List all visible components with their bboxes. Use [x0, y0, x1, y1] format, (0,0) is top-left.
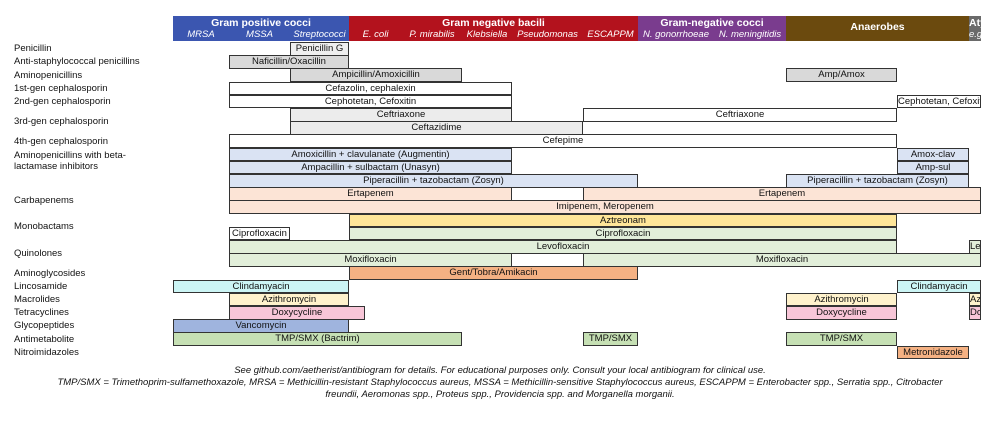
group-header: Gram-negative cocci — [638, 16, 786, 41]
organism-label: Streptococci — [293, 29, 346, 40]
drug-bar: TMP/SMX — [583, 332, 638, 347]
row-label: Glycopeptides — [14, 320, 75, 332]
group-title: Atypicals — [969, 17, 981, 29]
drug-bar: Levofloxacin — [229, 240, 897, 254]
drug-bar: Naficillin/Oxacillin — [229, 55, 349, 69]
row-label: Aminopenicillins with beta-lactamase inh… — [14, 149, 126, 172]
drug-bar: Moxifloxacin — [229, 253, 512, 267]
row-label: Quinolones — [14, 247, 63, 259]
group-title: Gram negative bacili — [442, 17, 545, 29]
organism-label: N. meningitidis — [718, 29, 782, 40]
drug-bar: Vancomycin — [173, 319, 349, 333]
drug-bar: TMP/SMX — [786, 332, 897, 347]
group-header: Anaerobes — [786, 16, 969, 41]
drug-bar: Levofloxacin — [969, 240, 981, 254]
drug-bar: Ciprofloxacin — [229, 226, 290, 241]
drug-bar: Ceftriaxone — [583, 108, 897, 122]
drug-bar: Ertapenem — [583, 187, 981, 201]
drug-bar: Doxycycline — [786, 306, 897, 320]
footer-line-2: TMP/SMX = Trimethoprim-sulfamethoxazole,… — [57, 377, 943, 388]
drug-bar: Amp/Amox — [786, 68, 897, 83]
organism-label: P. mirabilis — [409, 29, 455, 40]
group-header: Gram positive cocci — [173, 16, 349, 41]
group-header: Gram negative bacili — [349, 16, 638, 41]
organism-label: N. gonorrhoeae — [642, 29, 710, 40]
drug-bar: Azithromycin — [229, 292, 349, 307]
group-title: Gram positive cocci — [211, 17, 311, 29]
drug-bar: Ciprofloxacin — [349, 226, 897, 241]
drug-bar: Metronidazole — [897, 345, 969, 360]
drug-bar: Imipenem, Meropenem — [229, 200, 981, 215]
drug-bar: Amox-clav — [897, 147, 969, 162]
footer-line-3: freundii, Aeromonas spp., Proteus spp., … — [325, 389, 675, 400]
row-label: Aminoglycosides — [14, 267, 86, 279]
drug-bar: Penicillin G — [290, 42, 349, 56]
drug-bar: Piperacillin + tazobactam (Zosyn) — [229, 174, 638, 188]
drug-bar: Azithromycin — [969, 292, 981, 307]
row-label: Carbapenems — [14, 194, 74, 206]
row-label: Anti-staphylococcal penicillins — [14, 56, 140, 68]
row-label: 2nd-gen cephalosporin — [14, 95, 111, 107]
organism-label: Pseudomonas — [517, 29, 578, 40]
group-header: Atypicals — [969, 16, 981, 41]
drug-bar: Azithromycin — [786, 292, 897, 307]
drug-bar: Doxycycline — [969, 306, 981, 320]
drug-bar: Moxifloxacin — [583, 253, 981, 267]
drug-bar: Ceftriaxone — [290, 108, 512, 122]
drug-bar: Cephotetan, Cefoxitin — [897, 94, 981, 109]
row-label: 4th-gen cephalosporin — [14, 135, 109, 147]
drug-bar: Gent/Tobra/Amikacin — [349, 266, 638, 281]
row-label: Tetracyclines — [14, 307, 69, 319]
row-label: Nitroimidazoles — [14, 346, 79, 358]
drug-bar: Clindamyacin — [173, 279, 349, 294]
drug-bar: Cefazolin, cephalexin — [229, 81, 512, 96]
organism-label: ESCAPPM — [587, 29, 634, 40]
row-label: 1st-gen cephalosporin — [14, 82, 108, 94]
drug-bar: Doxycycline — [229, 306, 365, 320]
drug-bar: Ertapenem — [229, 187, 512, 201]
drug-bar: Aztreonam — [349, 213, 897, 228]
group-title: Anaerobes — [850, 21, 905, 33]
row-label: 3rd-gen cephalosporin — [14, 115, 109, 127]
organism-label: Klebsiella — [466, 29, 508, 40]
group-title: Gram-negative cocci — [660, 17, 764, 29]
drug-bar: Ampicillin/Amoxicillin — [290, 68, 462, 83]
drug-bar: Ceftazidime — [290, 121, 583, 135]
row-label: Penicillin — [14, 43, 52, 55]
row-label: Antimetabolite — [14, 333, 75, 345]
drug-bar: TMP/SMX (Bactrim) — [173, 332, 462, 347]
drug-bar: Ampacillin + sulbactam (Unasyn) — [229, 160, 512, 175]
organism-label: MRSA — [187, 29, 215, 40]
organism-label: e.g. Mycoplasma — [969, 29, 1000, 40]
row-label: Lincosamide — [14, 280, 68, 292]
organism-label: MSSA — [246, 29, 273, 40]
drug-bar: Cephotetan, Cefoxitin — [229, 94, 512, 109]
row-label: Aminopenicillins — [14, 69, 83, 81]
drug-bar: Amoxicillin + clavulanate (Augmentin) — [229, 147, 512, 162]
row-label: Macrolides — [14, 293, 60, 305]
drug-bar: Clindamyacin — [897, 279, 981, 294]
drug-bar: Cefepime — [229, 134, 897, 149]
drug-bar: Piperacillin + tazobactam (Zosyn) — [786, 174, 969, 188]
organism-label: E. coli — [362, 29, 389, 40]
drug-bar: Amp-sul — [897, 160, 969, 175]
footer-line-1: See github.com/aetherist/antibiogram for… — [234, 365, 766, 376]
row-label: Monobactams — [14, 221, 74, 233]
